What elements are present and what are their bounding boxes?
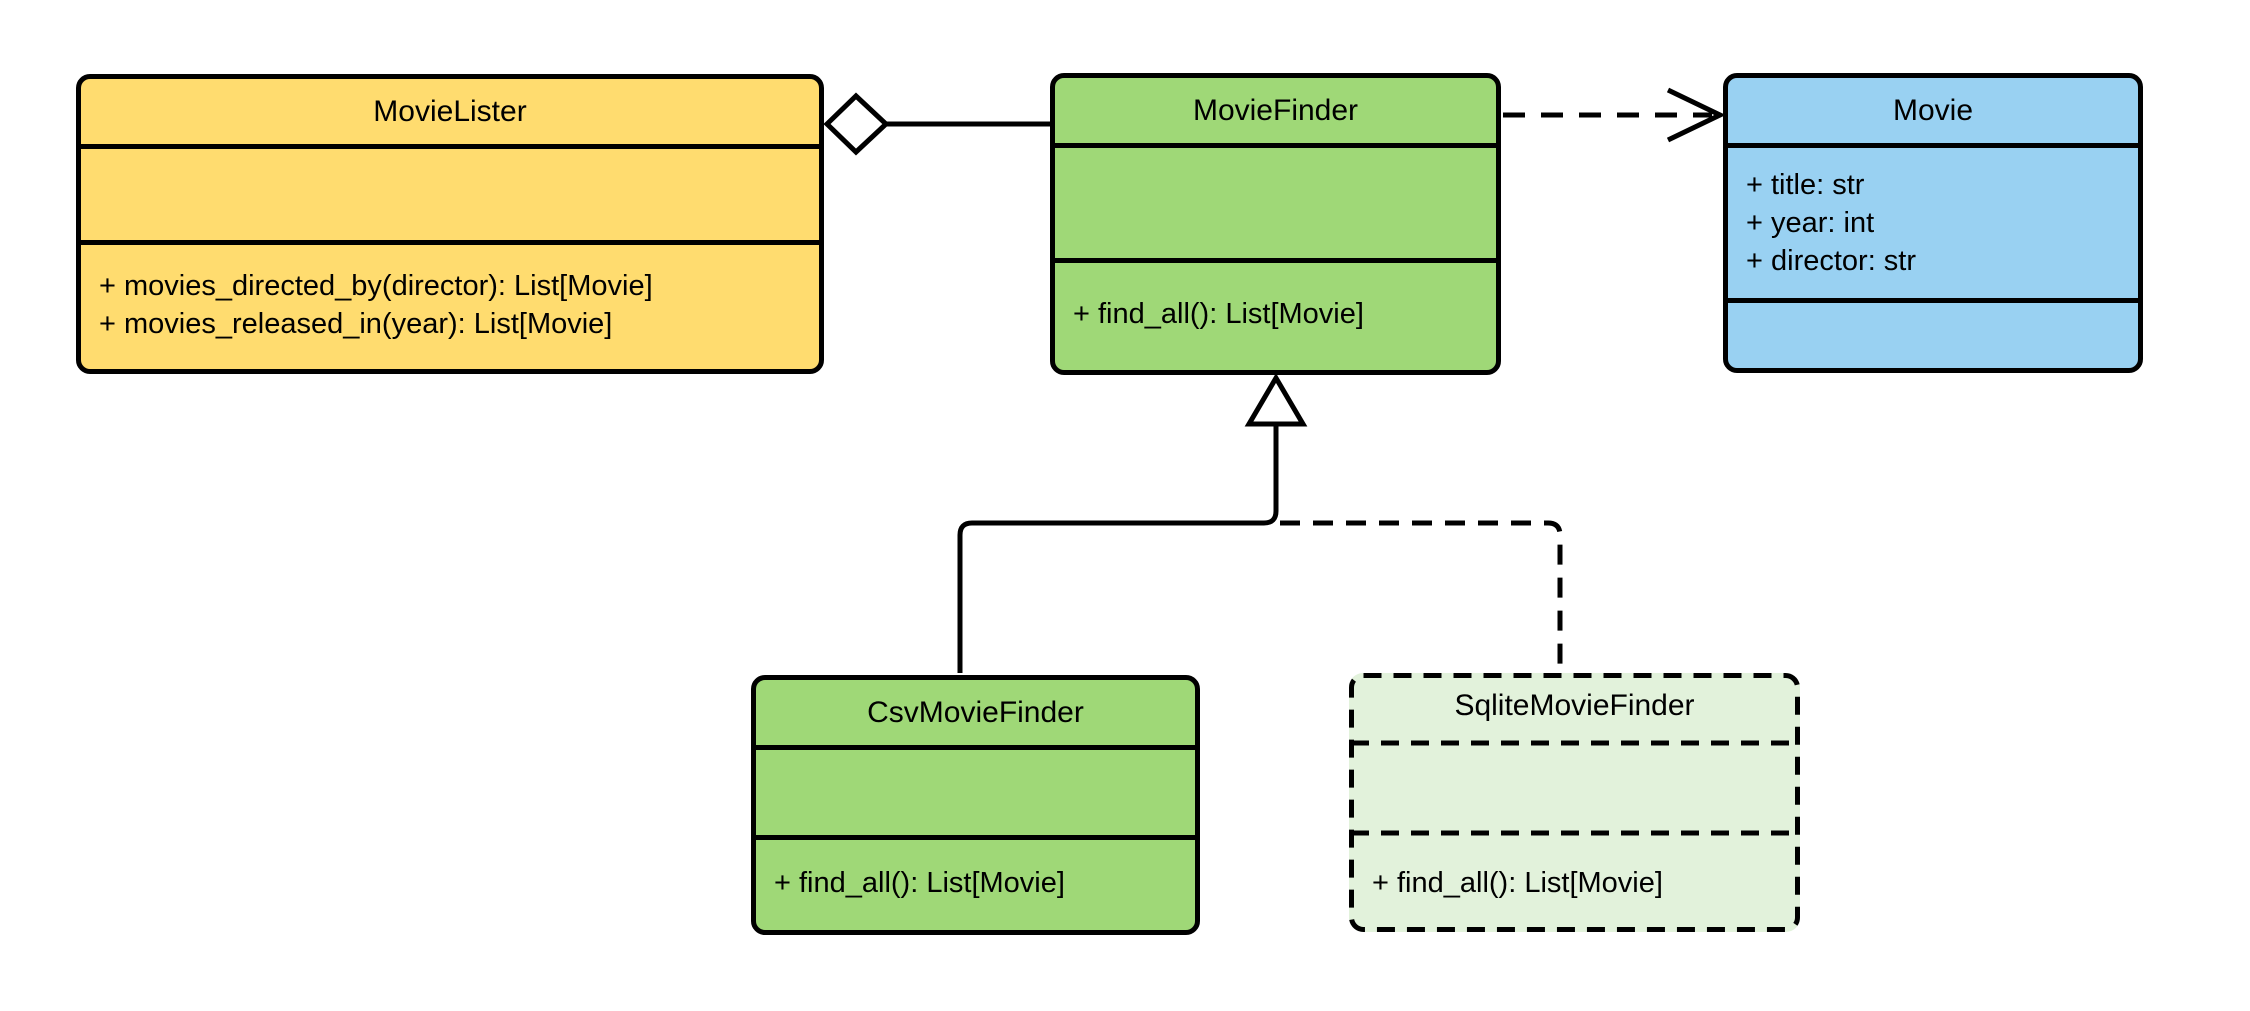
- attributes-compartment-sqlitemoviefinder: [1349, 743, 1800, 833]
- method-find-all-csvmoviefinder: + find_all(): List[Movie]: [774, 866, 1065, 899]
- attribute-title: + title: str: [1746, 169, 1865, 201]
- generalization-triangle-icon: [1244, 373, 1308, 427]
- methods-compartment-csvmoviefinder: + find_all(): List[Movie]: [756, 840, 1195, 925]
- class-box-movie: Movie + title: str + year: int + directo…: [1723, 73, 2143, 373]
- method-movies-directed-by: + movies_directed_by(director): List[Mov…: [99, 269, 653, 302]
- attribute-director: + director: str: [1746, 245, 1917, 277]
- aggregation-diamond-icon: [823, 92, 890, 156]
- class-box-sqlitemoviefinder: SqliteMovieFinder + find_all(): List[Mov…: [1349, 673, 1800, 932]
- class-name-csvmoviefinder: CsvMovieFinder: [756, 680, 1195, 750]
- class-name-moviefinder: MovieFinder: [1055, 78, 1496, 148]
- class-name-sqlitemoviefinder: SqliteMovieFinder: [1454, 689, 1695, 722]
- attributes-compartment-movie: + title: str + year: int + director: str: [1728, 148, 2138, 303]
- class-box-moviefinder: MovieFinder + find_all(): List[Movie]: [1050, 73, 1501, 375]
- method-movies-released-in: + movies_released_in(year): List[Movie]: [99, 307, 613, 340]
- methods-compartment-movie: [1728, 303, 2138, 363]
- generalization-line-solid: [957, 424, 1279, 673]
- attributes-compartment-csvmoviefinder: [756, 750, 1195, 840]
- methods-compartment-sqlitemoviefinder: + find_all(): List[Movie]: [1349, 833, 1800, 932]
- attributes-compartment-moviefinder: [1055, 148, 1496, 263]
- methods-compartment-movielister: + movies_directed_by(director): List[Mov…: [81, 245, 819, 364]
- class-name-movie: Movie: [1728, 78, 2138, 148]
- method-find-all-moviefinder: + find_all(): List[Movie]: [1073, 298, 1364, 330]
- method-find-all-sqlitemoviefinder: + find_all(): List[Movie]: [1372, 866, 1663, 899]
- class-box-movielister: MovieLister + movies_directed_by(directo…: [76, 74, 824, 374]
- class-box-csvmoviefinder: CsvMovieFinder + find_all(): List[Movie]: [751, 675, 1200, 935]
- generalization-line-dashed: [1280, 520, 1563, 671]
- methods-compartment-moviefinder: + find_all(): List[Movie]: [1055, 263, 1496, 365]
- dependency-open-arrow-icon: [1666, 87, 1726, 143]
- attributes-compartment-movielister: [81, 149, 819, 245]
- class-name-movielister: MovieLister: [81, 79, 819, 149]
- attribute-year: + year: int: [1746, 207, 1875, 239]
